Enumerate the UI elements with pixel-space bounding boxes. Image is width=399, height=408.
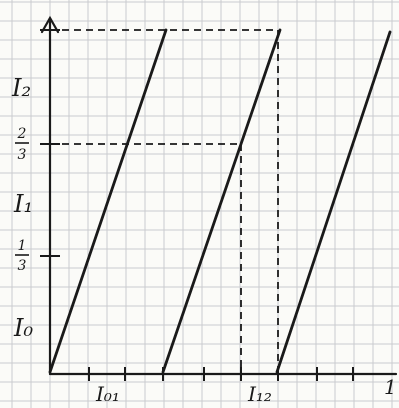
y-label-i2: I₂	[11, 74, 31, 102]
x-label-one: 1	[384, 375, 397, 399]
branch-three	[275, 30, 392, 374]
y-label-i1: I₁	[13, 190, 33, 218]
y-label-one-third-denominator: 3	[18, 258, 27, 274]
x-axis-ticks	[88, 367, 354, 381]
branch-one	[48, 28, 168, 374]
dashed-guides	[50, 29, 279, 374]
y-axis-arrow-icon	[40, 15, 60, 34]
y-label-two-thirds-numerator: 2	[17, 126, 27, 142]
sawtooth-branches	[48, 28, 392, 374]
y-label-two-thirds-denominator: 3	[18, 147, 27, 163]
y-label-one-third-numerator: 1	[18, 238, 27, 254]
branch-two	[161, 28, 282, 374]
x-label-i01: I₀₁	[95, 382, 120, 406]
y-label-i0: I₀	[13, 314, 33, 342]
x-label-i12: I₁₂	[247, 382, 272, 406]
axes	[40, 15, 398, 376]
